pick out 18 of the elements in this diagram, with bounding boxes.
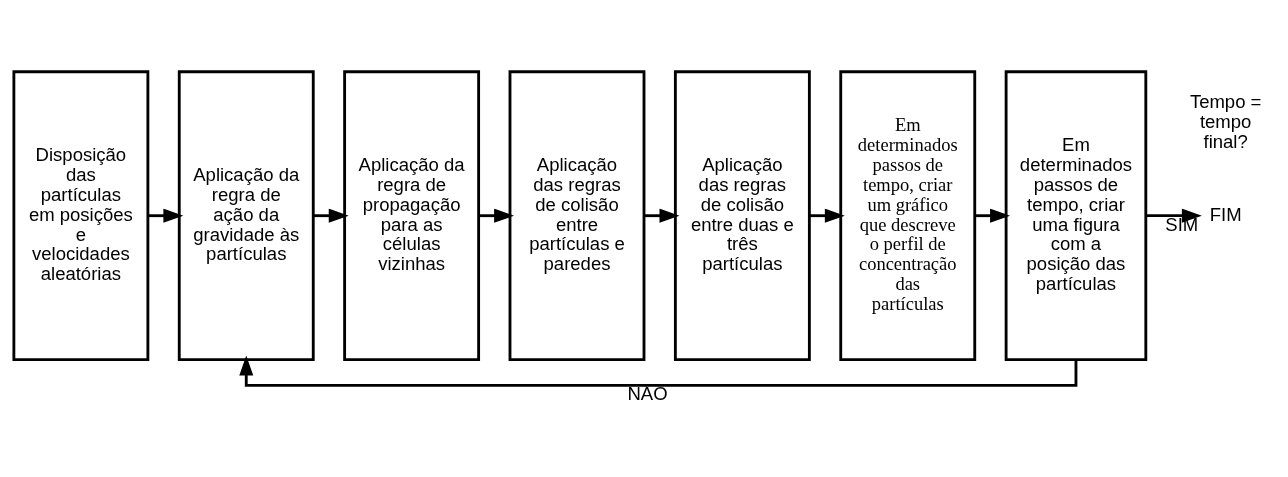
node-box: Aplicação das regras de colisão entre partículas e paredes [508,70,646,362]
arrow [644,208,680,223]
label: Tempo = tempo final? [1189,90,1262,152]
node-box: Em determinados passos de tempo, criar uma figura com a posição das partículas [1004,70,1148,362]
node-box: Aplicação da regra de ação da gravidade às partículas [177,70,315,362]
arrow [809,208,845,223]
node-text: FIM [1209,203,1242,225]
arrow [148,208,184,223]
node-box: Disposição das partículas em posições e velocidades aleatórias [12,70,150,362]
arrow [1146,208,1202,223]
node-box: Em determinados passos de tempo, criar um gráfico que descreve o perfil de concentração das partículas [839,70,977,362]
edge-label: NÃO [627,383,668,405]
arrow [478,208,515,223]
arrow [239,355,1078,387]
node-box: Aplicação das regras de colisão entre duas e três partículas [673,70,811,362]
node-box: Aplicação da regra de propagação para as células vizinhas [343,70,481,362]
arrow [313,208,349,223]
arrow [975,208,1011,223]
